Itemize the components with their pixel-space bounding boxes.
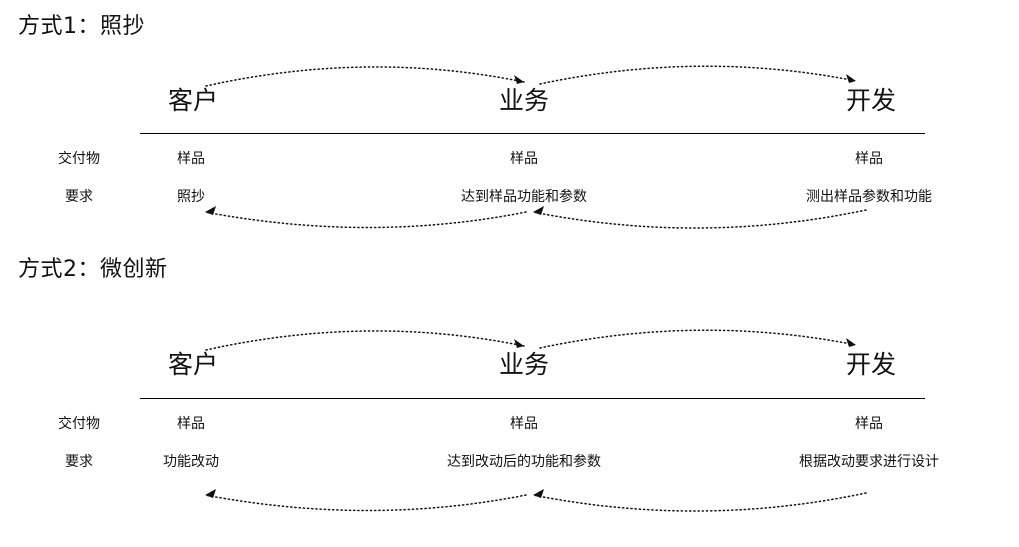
node-customer[interactable]: 客户	[167, 350, 219, 379]
cell-requirement-development: 测出样品参数和功能	[806, 189, 932, 205]
return-arrow-business-to-customer	[204, 489, 527, 512]
row-label-requirement: 要求	[65, 454, 93, 470]
header-divider	[140, 133, 925, 134]
flow-section-micro-innovation: 方式2：微创新 客户 业务 开发 交付物 要求 样品 样品 样品 功能改动 达到…	[0, 243, 1019, 547]
cell-deliverable-development: 样品	[855, 416, 883, 432]
cell-requirement-business: 达到样品功能和参数	[461, 189, 587, 205]
header-divider	[140, 398, 925, 399]
row-label-deliverable: 交付物	[58, 151, 100, 167]
forward-arrow-customer-to-business	[205, 66, 525, 87]
row-label-deliverable: 交付物	[58, 416, 100, 432]
forward-arrow-customer-to-business	[205, 330, 525, 351]
cell-requirement-customer: 照抄	[177, 189, 205, 205]
node-development[interactable]: 开发	[845, 350, 897, 379]
node-customer[interactable]: 客户	[167, 86, 219, 115]
forward-arrow-business-to-dev	[539, 329, 857, 349]
node-development[interactable]: 开发	[845, 86, 897, 115]
node-business[interactable]: 业务	[498, 86, 550, 115]
section-title: 方式1：照抄	[18, 14, 145, 39]
node-business[interactable]: 业务	[498, 350, 550, 379]
cell-deliverable-business: 样品	[510, 151, 538, 167]
row-label-requirement: 要求	[65, 189, 93, 205]
section-title: 方式2：微创新	[18, 257, 168, 282]
return-arrow-business-to-customer	[204, 206, 527, 229]
cell-requirement-development: 根据改动要求进行设计	[799, 454, 939, 470]
return-arrow-dev-to-business	[532, 206, 867, 229]
cell-requirement-business: 达到改动后的功能和参数	[447, 454, 601, 470]
cell-deliverable-customer: 样品	[177, 416, 205, 432]
flow-section-copy: 方式1：照抄 客户 业务 开发 交付物 要求 样品 样品 样品 照抄 达到样品功…	[0, 0, 1019, 247]
arrow-layer-section-2	[204, 329, 867, 512]
arrow-layer-section-1	[204, 65, 867, 229]
cell-requirement-customer: 功能改动	[163, 454, 219, 470]
cell-deliverable-customer: 样品	[177, 151, 205, 167]
cell-deliverable-development: 样品	[855, 151, 883, 167]
return-arrow-dev-to-business	[532, 489, 867, 512]
forward-arrow-business-to-dev	[539, 65, 857, 85]
cell-deliverable-business: 样品	[510, 416, 538, 432]
